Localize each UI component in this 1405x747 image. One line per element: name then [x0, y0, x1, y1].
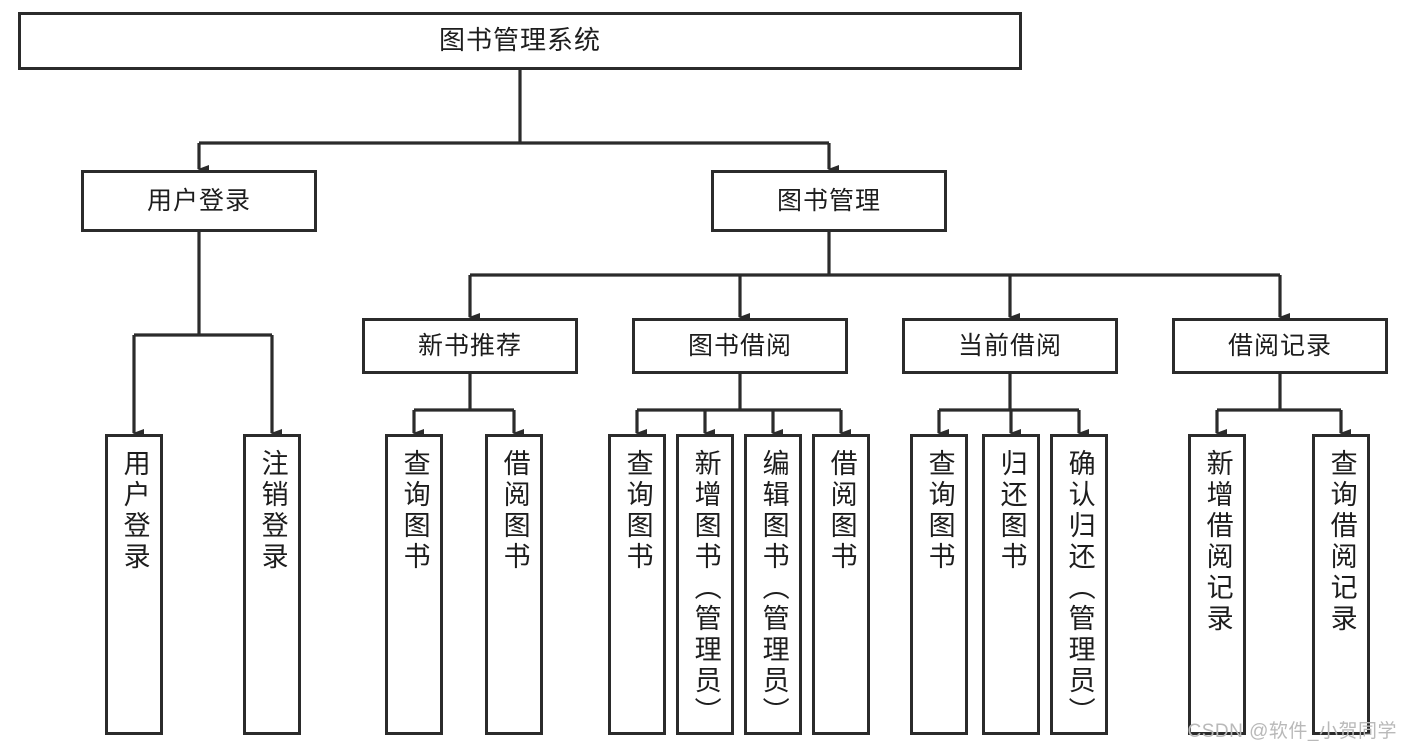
- node-label: 用户登录: [146, 186, 251, 215]
- leaf-query-book-current[interactable]: 查询图书: [910, 434, 968, 735]
- leaf-borrow-book[interactable]: 借阅图书: [812, 434, 870, 735]
- node-label: 图书管理系统: [438, 25, 601, 56]
- node-new-book-recommendation[interactable]: 新书推荐: [362, 318, 578, 374]
- node-label: 借阅图书: [826, 449, 857, 573]
- node-label: 归还图书: [996, 449, 1027, 573]
- leaf-confirm-return-admin[interactable]: 确认归还（管理员）: [1050, 434, 1108, 735]
- node-label: 查询图书: [622, 449, 653, 573]
- node-label: 查询借阅记录: [1326, 449, 1357, 635]
- leaf-query-borrow-record[interactable]: 查询借阅记录: [1312, 434, 1370, 735]
- leaf-add-borrow-record[interactable]: 新增借阅记录: [1188, 434, 1246, 735]
- node-label: 当前借阅: [957, 331, 1062, 360]
- node-label: 注销登录: [257, 449, 288, 573]
- node-label: 图书管理: [776, 186, 881, 215]
- leaf-logout[interactable]: 注销登录: [243, 434, 301, 735]
- node-label: 用户登录: [119, 449, 150, 573]
- node-label: 新增借阅记录: [1202, 449, 1233, 635]
- node-current-borrow[interactable]: 当前借阅: [902, 318, 1118, 374]
- node-label: 借阅记录: [1227, 331, 1332, 360]
- leaf-add-book-admin[interactable]: 新增图书（管理员）: [676, 434, 734, 735]
- leaf-query-book-borrow[interactable]: 查询图书: [608, 434, 666, 735]
- leaf-borrow-book-recommend[interactable]: 借阅图书: [485, 434, 543, 735]
- node-root[interactable]: 图书管理系统: [18, 12, 1022, 70]
- node-label: 编辑图书（管理员）: [758, 449, 789, 728]
- node-label: 借阅图书: [499, 449, 530, 573]
- node-label: 图书借阅: [687, 331, 792, 360]
- leaf-user-login[interactable]: 用户登录: [105, 434, 163, 735]
- node-book-borrow[interactable]: 图书借阅: [632, 318, 848, 374]
- leaf-return-book[interactable]: 归还图书: [982, 434, 1040, 735]
- node-label: 新书推荐: [417, 331, 522, 360]
- leaf-edit-book-admin[interactable]: 编辑图书（管理员）: [744, 434, 802, 735]
- leaf-query-book-recommend[interactable]: 查询图书: [385, 434, 443, 735]
- node-borrow-record[interactable]: 借阅记录: [1172, 318, 1388, 374]
- node-label: 确认归还（管理员）: [1064, 449, 1095, 728]
- node-user-login[interactable]: 用户登录: [81, 170, 317, 232]
- node-label: 新增图书（管理员）: [690, 449, 721, 728]
- node-label: 查询图书: [924, 449, 955, 573]
- node-book-management[interactable]: 图书管理: [711, 170, 947, 232]
- node-label: 查询图书: [399, 449, 430, 573]
